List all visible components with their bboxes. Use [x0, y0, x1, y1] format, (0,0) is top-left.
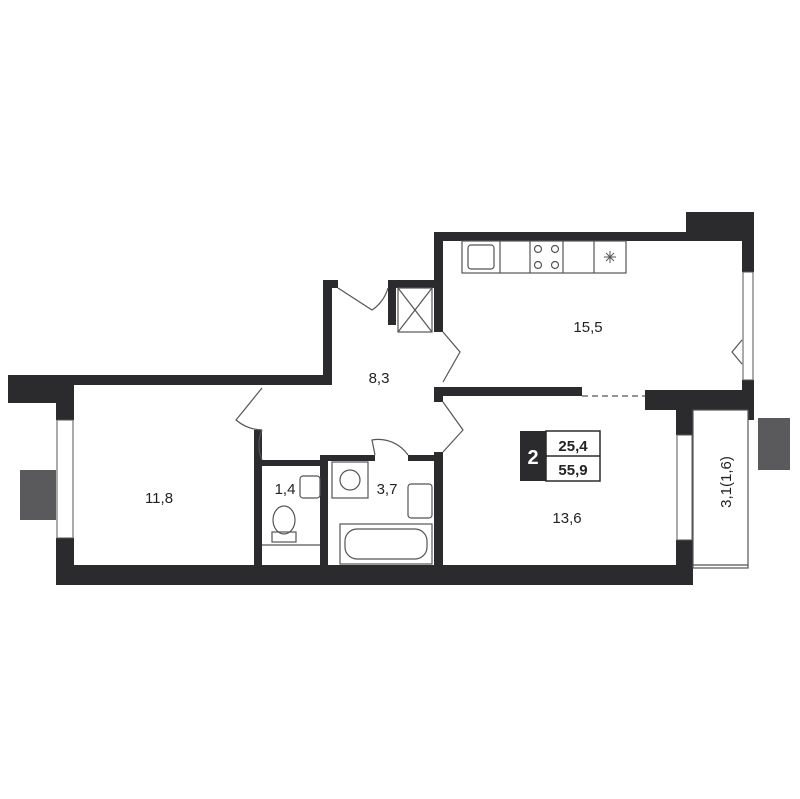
room-label-living: 11,8 — [145, 490, 173, 507]
wall-hall-left — [323, 280, 332, 385]
window-living — [56, 419, 74, 539]
wall-balcony-right — [748, 390, 754, 420]
room-label-toilet: 1,4 — [275, 481, 296, 498]
wall-hall-top — [323, 280, 338, 288]
badge-living-area: 25,4 — [558, 438, 588, 455]
area-badge: 2 25,4 55,9 — [520, 430, 601, 482]
wall-living-toilet — [254, 430, 262, 570]
wall-kitchen-bottom-right — [645, 390, 754, 410]
kitchen-sink — [467, 244, 495, 270]
stove-icon — [533, 244, 560, 270]
wall-shaft-top — [388, 280, 440, 288]
door-toilet — [258, 429, 263, 461]
window-blocks — [20, 418, 790, 520]
wall-bath-right — [434, 452, 443, 570]
wall-bottom — [56, 565, 693, 585]
washing-machine — [331, 461, 369, 499]
washing-machine-drum — [339, 469, 361, 491]
wall-toilet-top — [254, 460, 324, 466]
bath-sink — [407, 483, 433, 519]
window-block-left — [20, 470, 56, 520]
badge-total-area: 55,9 — [558, 462, 587, 479]
window-block-right — [758, 418, 790, 470]
wall-toilet-bath — [320, 458, 328, 570]
wall-kitchen-left — [434, 232, 443, 332]
wall-bedroom-right-lower — [676, 540, 693, 585]
toilet-bowl — [272, 505, 296, 535]
wall-bedroom-right — [676, 390, 693, 435]
window-bedroom — [676, 434, 693, 541]
wall-left-lower — [56, 538, 74, 585]
room-label-bedroom: 13,6 — [552, 510, 581, 527]
wall-kitchen-top — [434, 232, 754, 241]
wall-bath-top — [320, 455, 375, 461]
fridge-snowflake-icon — [604, 251, 616, 263]
shaft-cross-2 — [397, 287, 433, 333]
toilet-sink — [299, 475, 321, 499]
room-label-balcony: 3,1(1,6) — [718, 456, 735, 508]
toilet-tank — [271, 531, 297, 543]
badge-rooms-box — [520, 431, 546, 481]
door-bath — [371, 438, 409, 456]
door-hall-kitchen — [442, 331, 461, 383]
wall-shaft-bottom — [388, 280, 396, 325]
door-hall-entry — [337, 287, 389, 311]
thin-lines — [235, 240, 749, 569]
door-kitchen-window — [731, 339, 743, 365]
wall-kitchen-right — [742, 212, 754, 272]
room-label-hall: 8,3 — [369, 370, 390, 387]
wall-bath-top-right — [408, 455, 443, 461]
windows — [56, 271, 754, 541]
bathtub-inner — [344, 528, 428, 560]
kitchen-counter — [461, 240, 627, 274]
door-bedroom — [442, 401, 464, 453]
walls — [8, 212, 754, 585]
balcony-frame — [692, 409, 749, 569]
window-kitchen — [742, 271, 754, 381]
room-label-bathroom: 3,7 — [377, 481, 398, 498]
room-label-kitchen: 15,5 — [573, 319, 602, 336]
badge-rooms-count: 2 — [527, 447, 538, 469]
door-living — [235, 387, 263, 431]
bathtub — [339, 523, 433, 565]
wall-top-living — [56, 375, 332, 385]
wall-hall-bedroom — [434, 390, 443, 402]
ventilation-shaft — [397, 287, 433, 333]
wall-kitchen-bottom — [434, 387, 582, 396]
